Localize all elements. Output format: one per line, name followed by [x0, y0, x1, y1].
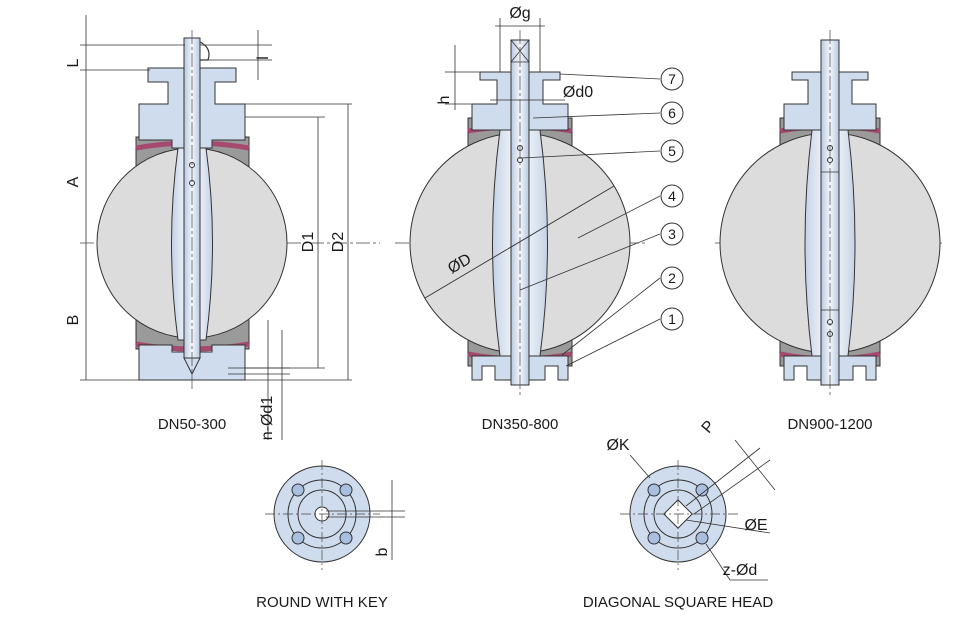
caption-round-with-key: ROUND WITH KEY [256, 594, 388, 611]
dim-zd: z-Ød [723, 562, 758, 579]
dim-L: L [65, 58, 82, 67]
part-callout-3 [660, 222, 684, 246]
part-callout-1 [660, 307, 684, 331]
part-callout-2 [660, 266, 684, 290]
dim-E: ØE [744, 517, 767, 534]
dim-P: P [699, 418, 719, 437]
part-number-7: 7 [668, 71, 676, 87]
dim-b: b [374, 547, 391, 556]
part-number-3: 3 [668, 226, 676, 242]
part-callout-4 [660, 184, 684, 208]
view-dn900-1200 [715, 30, 945, 395]
part-callout-5 [660, 139, 684, 163]
caption-diagonal-square-head: DIAGONAL SQUARE HEAD [583, 594, 773, 611]
round-with-key-view [265, 460, 405, 570]
part-callout-7 [660, 67, 684, 91]
caption-dn350-800: DN350-800 [482, 416, 559, 433]
caption-dn50-300: DN50-300 [158, 416, 226, 433]
dim-g: Øg [509, 5, 530, 22]
dim-A: A [65, 176, 82, 187]
caption-dn900-1200: DN900-1200 [787, 416, 872, 433]
part-number-6: 6 [668, 105, 676, 121]
diagonal-square-head-view [620, 439, 776, 581]
part-number-5: 5 [668, 143, 676, 159]
dim-nd1: n-Ød1 [259, 396, 276, 441]
view-dn50-300 [80, 15, 380, 440]
dim-d0: Ød0 [563, 84, 593, 101]
dim-h: h [436, 96, 453, 105]
dim-B: B [65, 315, 82, 326]
part-number-1: 1 [668, 311, 676, 327]
view-dn350-800 [395, 18, 684, 395]
dim-l: l [255, 56, 272, 60]
dim-D2: D2 [330, 232, 347, 253]
dim-K: ØK [606, 437, 629, 454]
dim-D1: D1 [300, 232, 317, 253]
part-callout-6 [660, 101, 684, 125]
part-number-4: 4 [668, 188, 676, 204]
part-number-2: 2 [668, 270, 676, 286]
